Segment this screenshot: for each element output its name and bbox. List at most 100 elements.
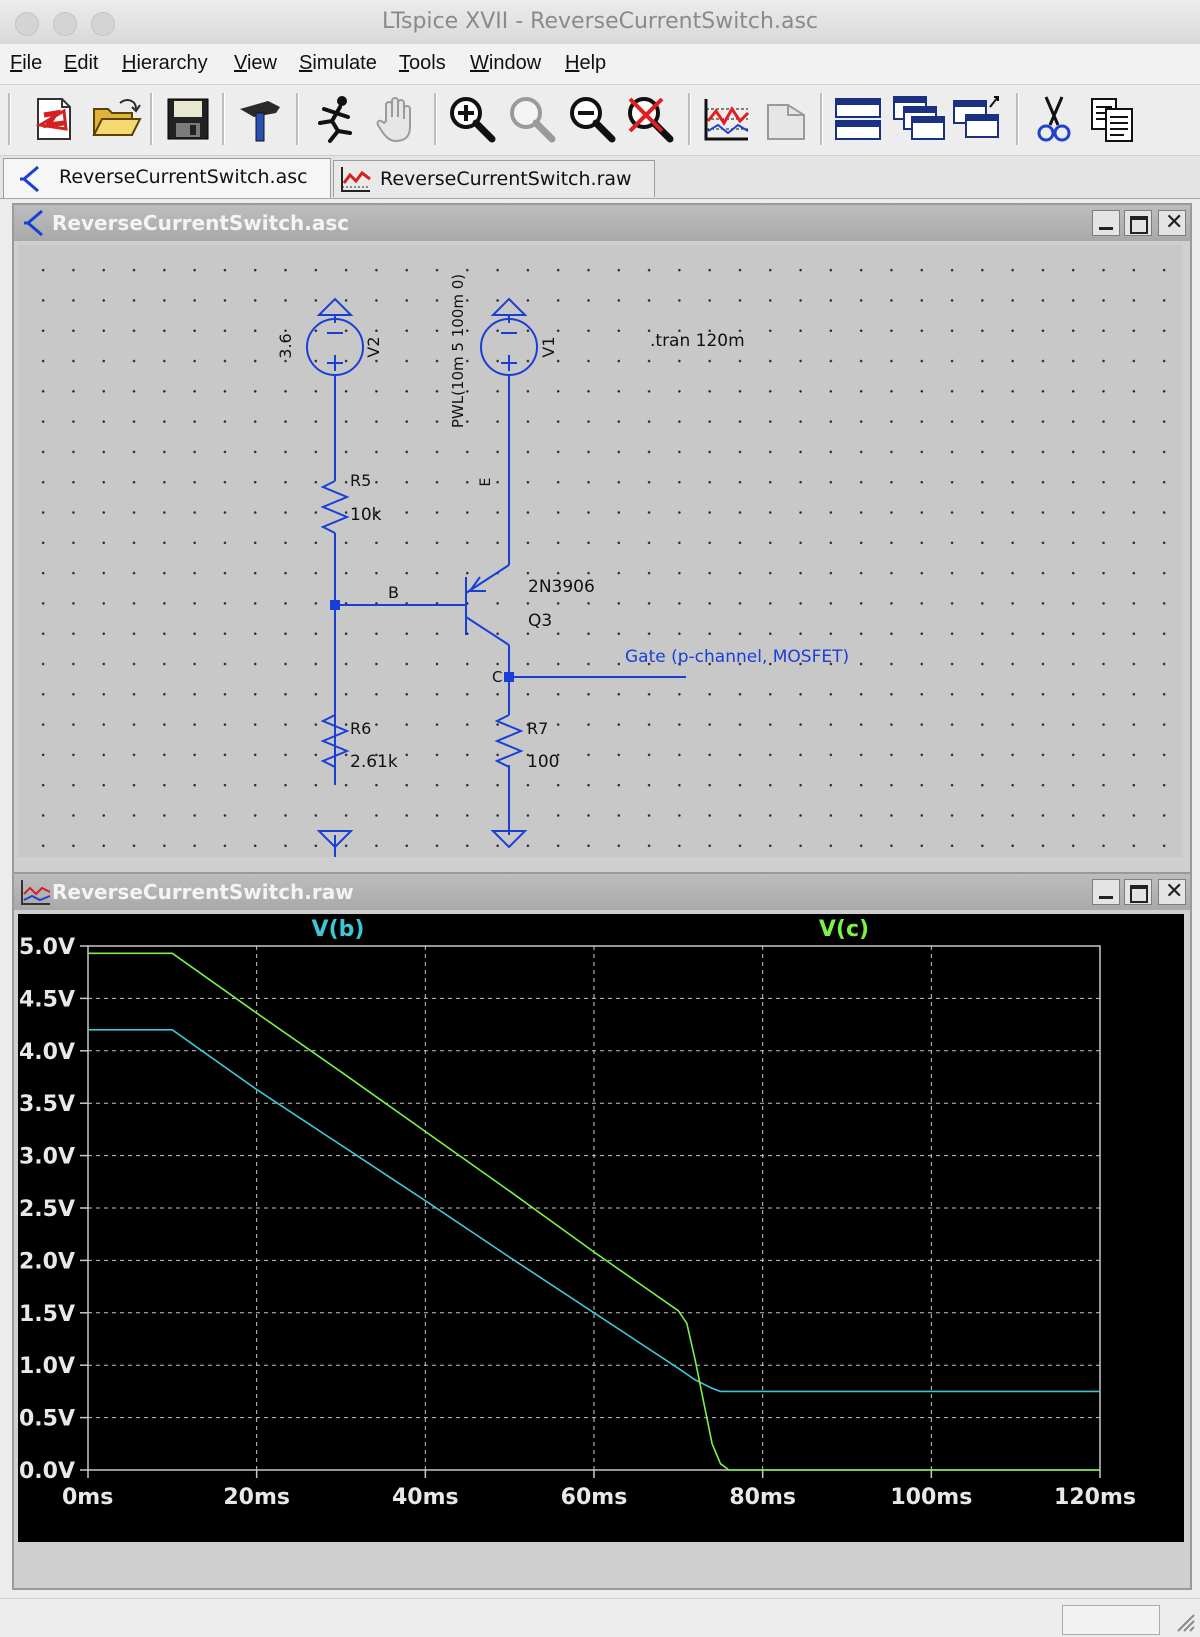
menu-simulate-mnemonic: S (299, 52, 313, 74)
resistor-r7[interactable] (494, 714, 524, 768)
menu-simulate-label: imulate (312, 52, 377, 74)
cascade-icon[interactable] (890, 91, 946, 147)
close-all-icon[interactable] (950, 91, 1006, 147)
legend-label: V(b) (312, 917, 365, 942)
x-tick-label: 20ms (223, 1485, 290, 1510)
waveform-tab-icon (341, 167, 371, 192)
save-icon[interactable] (160, 91, 216, 147)
menu-edit-label: dit (77, 52, 99, 74)
menu-window-label: indow (488, 52, 542, 74)
window-title: LTspice XVII - ReverseCurrentSwitch.asc (381, 9, 819, 34)
junction-c (504, 672, 514, 682)
document-tabs: ReverseCurrentSwitch.asc ReverseCurrentS… (0, 156, 1200, 199)
close-button[interactable]: ✕ (1158, 879, 1186, 905)
window-title-bar: LTspice XVII - ReverseCurrentSwitch.asc (0, 0, 1200, 45)
new-schematic-icon[interactable] (26, 91, 82, 147)
resistor-r5[interactable] (320, 480, 350, 534)
resize-grip-icon[interactable] (1174, 1611, 1196, 1633)
close-button[interactable]: ✕ (1158, 210, 1186, 236)
zoom-in-icon[interactable] (444, 91, 500, 147)
menu-window[interactable]: Window (470, 52, 541, 75)
y-tick-label: 0.5V (19, 1407, 75, 1432)
net-label-c: C (492, 668, 503, 686)
y-tick-label: 4.0V (19, 1040, 75, 1065)
menu-view-label: iew (246, 52, 277, 74)
y-tick-label: 4.5V (19, 987, 75, 1012)
schematic-window-titlebar[interactable]: ReverseCurrentSwitch.asc ✕ (14, 205, 1190, 241)
close-window-icon[interactable] (15, 12, 39, 36)
cut-scissors-icon[interactable] (1026, 91, 1082, 147)
voltage-source-v1[interactable] (480, 318, 538, 387)
x-tick-label: 120ms (1054, 1485, 1136, 1510)
menu-bar: File Edit Hierarchy View Simulate Tools … (0, 44, 1200, 85)
x-tick-label: 0ms (62, 1485, 113, 1510)
maximize-button[interactable] (1124, 210, 1152, 236)
minimize-window-icon[interactable] (53, 12, 77, 36)
menu-tools-mnemonic: T (399, 52, 409, 74)
x-tick-label: 100ms (890, 1485, 972, 1510)
x-tick-label: 80ms (729, 1485, 796, 1510)
y-tick-label: 1.5V (19, 1302, 75, 1327)
menu-help-label: elp (579, 52, 607, 74)
toolbar-separator (820, 93, 823, 145)
control-panel-hammer-icon[interactable] (232, 91, 288, 147)
zoom-window-icon[interactable] (91, 12, 115, 36)
waveform-window-icon (21, 880, 51, 905)
waveform-window-titlebar[interactable]: ReverseCurrentSwitch.raw ✕ (14, 874, 1190, 910)
minimize-button[interactable] (1092, 879, 1120, 905)
tab-waveform-label: ReverseCurrentSwitch.raw (380, 168, 632, 190)
halt-hand-icon[interactable] (368, 91, 424, 147)
zoom-fit-icon[interactable] (622, 91, 678, 147)
menu-edit[interactable]: Edit (64, 52, 98, 75)
r6-name-label: R6 (350, 719, 372, 738)
menu-view[interactable]: View (234, 52, 277, 75)
tab-waveform[interactable]: ReverseCurrentSwitch.raw (333, 160, 655, 197)
menu-help-mnemonic: H (565, 52, 580, 74)
net-label-b: B (388, 583, 399, 602)
toolbar-separator (1016, 93, 1019, 145)
pan-icon[interactable] (504, 91, 560, 147)
minimize-button[interactable] (1092, 210, 1120, 236)
tran-directive[interactable]: .tran 120m (650, 331, 745, 351)
series-line (88, 952, 1100, 1471)
run-simulation-icon[interactable] (306, 91, 362, 147)
tab-schematic[interactable]: ReverseCurrentSwitch.asc (3, 158, 331, 198)
menu-simulate[interactable]: Simulate (299, 52, 377, 75)
resistor-r6[interactable] (320, 714, 350, 785)
menu-file[interactable]: File (10, 52, 42, 75)
copy-icon[interactable] (1084, 91, 1140, 147)
menu-tools[interactable]: Tools (399, 52, 446, 75)
x-tick-label: 40ms (392, 1485, 459, 1510)
menu-window-mnemonic: W (470, 52, 489, 74)
gate-net-label[interactable]: Gate (p-channel, MOSFET) (625, 647, 850, 667)
menu-file-label: ile (22, 52, 43, 74)
menu-hierarchy-mnemonic: H (122, 52, 137, 74)
open-folder-icon[interactable] (88, 91, 144, 147)
net-label-e: E (478, 477, 494, 487)
toolbar-separator (296, 93, 299, 145)
toolbar-separator (150, 93, 153, 145)
y-tick-label: 2.5V (19, 1197, 75, 1222)
toolbar (0, 85, 1200, 156)
voltage-source-v2[interactable] (306, 318, 364, 387)
autorange-plot-icon[interactable] (698, 91, 754, 147)
r7-value-label: 100 (527, 752, 560, 772)
menu-hierarchy[interactable]: Hierarchy (122, 52, 208, 75)
zoom-out-icon[interactable] (564, 91, 620, 147)
maximize-button[interactable] (1124, 879, 1152, 905)
transistor-q3[interactable] (456, 564, 510, 646)
r5-name-label: R5 (350, 471, 372, 490)
schematic-drawing (306, 297, 686, 857)
tab-schematic-label: ReverseCurrentSwitch.asc (59, 166, 308, 188)
menu-help[interactable]: Help (565, 52, 606, 75)
y-tick-label: 1.0V (19, 1354, 75, 1379)
tile-horizontal-icon[interactable] (830, 91, 886, 147)
toolbar-separator (8, 93, 11, 145)
label-plot-icon[interactable] (758, 91, 814, 147)
ground-symbol-r6 (316, 830, 354, 849)
schematic-canvas[interactable]: 3.6 V2 PWL(10m 5 100m 0) V1 E .tran 120m… (18, 245, 1182, 857)
v2-value-label: 3.6 (276, 333, 295, 359)
